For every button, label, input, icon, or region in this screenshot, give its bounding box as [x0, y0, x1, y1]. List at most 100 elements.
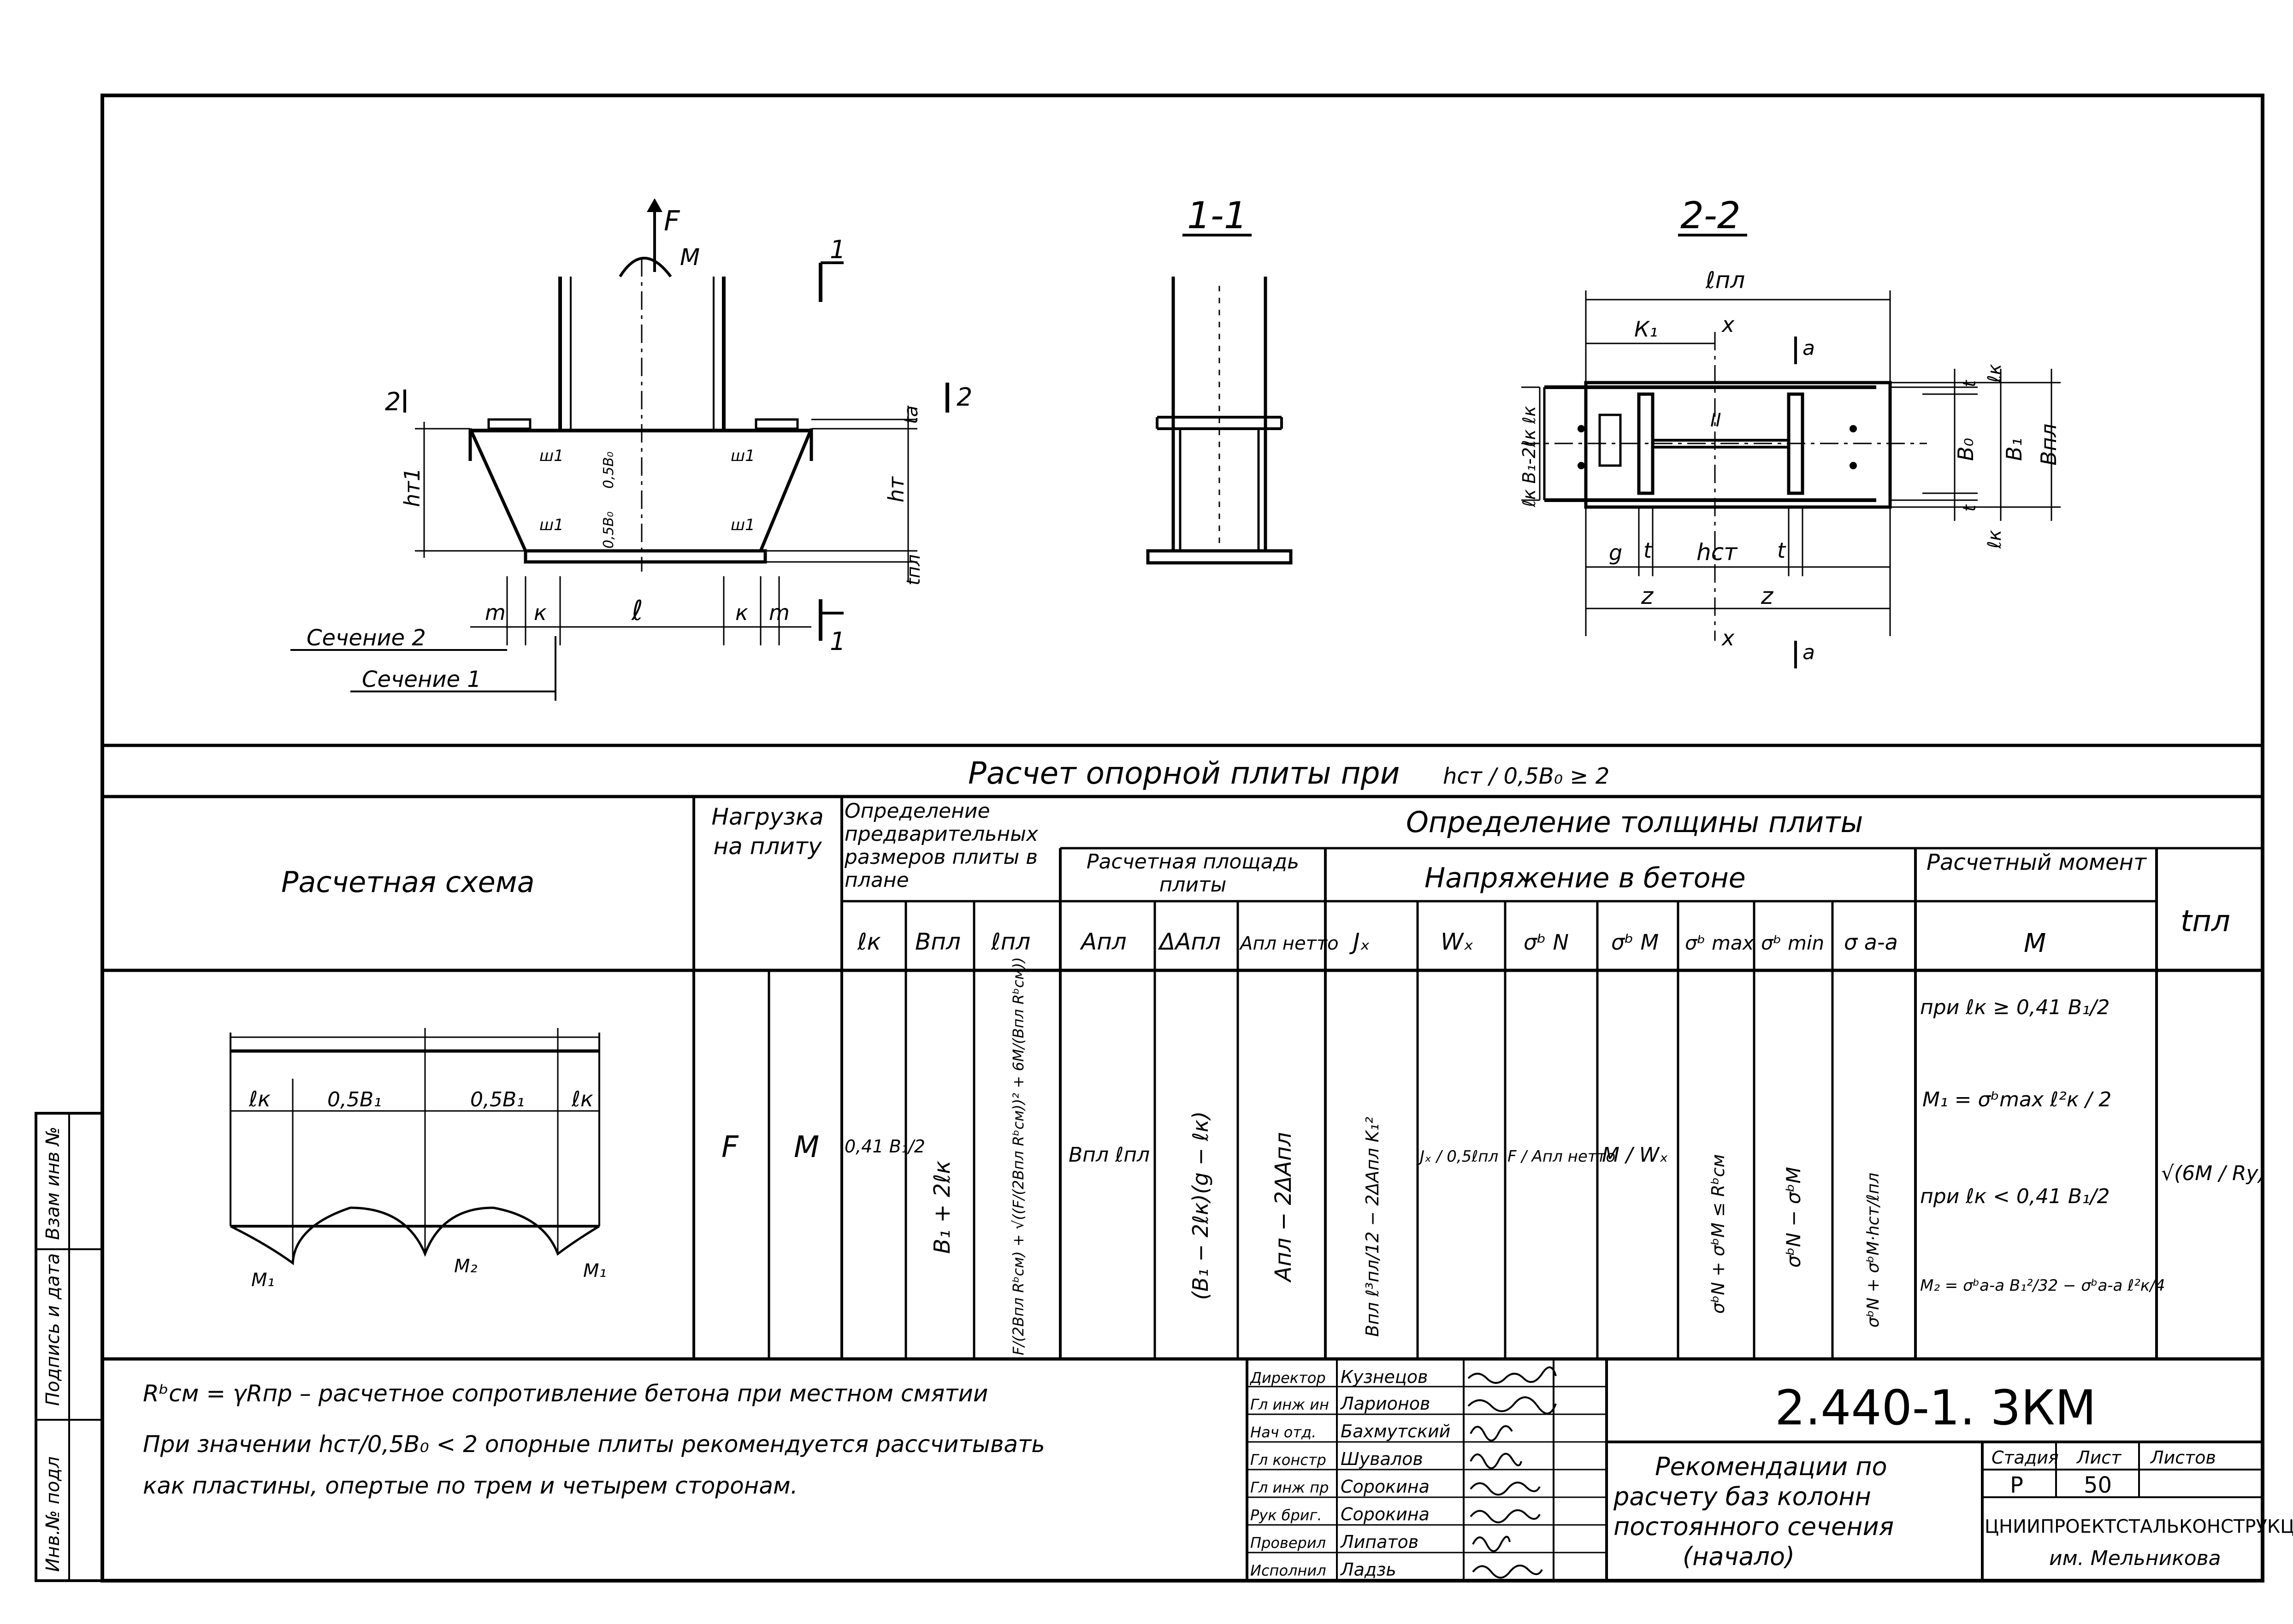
sub-header-bpl: Впл	[915, 928, 961, 955]
formula-bpl: В₁ + 2ℓк	[929, 1161, 955, 1254]
col-thickness-header: Определение толщины плиты	[1406, 805, 1863, 839]
sub-header-lpl: ℓпл	[991, 928, 1030, 955]
dim-tpl: tпл	[903, 555, 924, 585]
table-title-condition: hст / 0,5В₀ ≥ 2	[1443, 763, 1609, 789]
scheme-label-lk: ℓк	[248, 1087, 271, 1111]
col-tpl-header: tпл	[2181, 904, 2230, 939]
sub-header-apl-net: Апл нетто	[1239, 933, 1339, 954]
column-base-elevation: F M ш1 ш1 ш1 ш1 0,5В₀ 0,5В₀ tа hт tпл hт…	[290, 198, 972, 701]
signature-scribbles	[1467, 1366, 1557, 1579]
plan-left-dims: ℓк В₁-2ℓк ℓк	[1519, 406, 1539, 508]
calc-scheme-diagram: ℓк 0,5В₁ 0,5В₁ ℓк M₁ M₂ M₁	[230, 1028, 607, 1291]
sheet-value: 50	[2084, 1472, 2112, 1498]
sub-header-sm: σᵇ M	[1611, 930, 1659, 955]
scheme-label-lk: ℓк	[571, 1087, 593, 1111]
tb-role: Проверил	[1250, 1534, 1326, 1552]
side-stamp: Взам инв № Подпись и дата Инв.№ подл	[35, 1112, 104, 1582]
org-name-2: им. Мельникова	[2049, 1547, 2221, 1570]
tb-name: Кузнецов	[1341, 1367, 1428, 1387]
col-load-header: Нагрузка на плиту	[711, 803, 824, 860]
formula-jx: Впл ℓ³пл/12 − 2ΔАпл K₁²	[1362, 1117, 1383, 1337]
cut-1-label: 1	[830, 627, 845, 656]
stamp-signature-date: Подпись и дата	[42, 1253, 64, 1406]
formula-m1: M₁ = σᵇmax ℓ²к / 2	[1922, 1088, 2111, 1111]
section-1-1: 1-1	[1146, 194, 1293, 565]
formula-m2: M₂ = σᵇa-a В₁²/32 − σᵇa-a ℓ²к/4	[1920, 1276, 2165, 1295]
sub-header-smin: σᵇ min	[1761, 932, 1824, 954]
sub-header-apl: Апл	[1080, 928, 1127, 955]
tb-name: Липатов	[1340, 1532, 1418, 1552]
plan-g-label: g	[1609, 540, 1622, 565]
sub-header-wx: Wₓ	[1441, 928, 1474, 955]
note-line: как пластины, опертые по трем и четырем …	[143, 1472, 798, 1499]
sheets-label: Листов	[2150, 1447, 2216, 1468]
col-area-header: Расчетная площадь плиты	[1086, 850, 1300, 897]
sub-header-smax: σᵇ max	[1685, 932, 1755, 954]
section-2-2-plan: 2-2 II ℓпл К₁ x a	[1519, 194, 2061, 668]
formula-moment-cond-1: при ℓк ≥ 0,41 В₁/2	[1920, 996, 2110, 1019]
section-2-2-title: 2-2	[1680, 194, 1741, 237]
tb-role: Директор	[1249, 1369, 1326, 1387]
sub-header-saa: σ a-a	[1844, 930, 1898, 955]
weld-label: ш1	[539, 447, 564, 465]
notes: Rᵇсм = γRпр – расчетное сопротивление бе…	[143, 1380, 1045, 1499]
formula-smin: σᵇN − σᵇM	[1782, 1167, 1805, 1268]
half-b0-label: 0,5В₀	[601, 452, 617, 489]
tb-role: Гл инж пр	[1250, 1479, 1329, 1496]
dim-ta: tа	[901, 406, 922, 424]
formula-tpl: √(6M / Ry)	[2161, 1162, 2266, 1185]
tb-name: Сорокина	[1341, 1504, 1430, 1524]
stage-value: Р	[2010, 1472, 2023, 1498]
tb-name: Бахмутский	[1341, 1421, 1450, 1441]
plan-ek-label: ℓк	[1984, 530, 2005, 549]
plan-b1-label: В₁	[2002, 438, 2027, 461]
note-line: При значении hст/0,5В₀ < 2 опорные плиты…	[143, 1431, 1045, 1458]
formula-moment-cond-2: при ℓк < 0,41 В₁/2	[1920, 1185, 2110, 1208]
formula-lpl: F/(2Впл Rᵇсм) + √((F/(2Впл Rᵇсм))² + 6M/…	[1010, 957, 1027, 1355]
dim-m: m	[485, 600, 506, 625]
plan-x-label: x	[1721, 626, 1735, 650]
scheme-label-half-b1: 0,5В₁	[327, 1088, 382, 1111]
tb-name: Ладзь	[1340, 1559, 1396, 1580]
sub-header-dapl: ΔАпл	[1158, 928, 1221, 955]
plan-t-label: t	[1643, 538, 1653, 563]
plan-t-label: t	[1777, 538, 1786, 563]
plan-a-label: a	[1802, 337, 1815, 360]
col-scheme-header: Расчетная схема	[281, 865, 535, 899]
formula-apl: Впл ℓпл	[1069, 1143, 1150, 1167]
sub-header-lk: ℓк	[857, 928, 881, 955]
plan-k1-label: К₁	[1634, 317, 1658, 342]
load-m: M	[794, 1130, 819, 1164]
dim-ht1: hт1	[400, 468, 425, 507]
title-block-rows	[1247, 1386, 1607, 1553]
dim-l: ℓ	[631, 595, 643, 627]
plan-b0-label: В₀	[1953, 438, 1978, 461]
section-1-1-title: 1-1	[1187, 194, 1247, 237]
weld-label: ш1	[539, 516, 564, 534]
plan-z-label: z	[1641, 583, 1654, 609]
tb-role: Нач отд.	[1250, 1423, 1316, 1441]
col-prelim-header: Определение предварительных размеров пли…	[845, 800, 1038, 892]
tb-role: Гл инж ин	[1250, 1396, 1329, 1413]
scheme-moment-m2: M₂	[454, 1256, 478, 1277]
formula-dapl: (В₁ − 2ℓк)(g − ℓк)	[1188, 1111, 1213, 1300]
tb-role: Рук бриг.	[1250, 1506, 1322, 1524]
formula-saa: σᵇN + σᵇM·hст/ℓпл	[1864, 1173, 1883, 1328]
dim-k: к	[735, 600, 748, 625]
dim-ht: hт	[884, 476, 909, 502]
plan-bpl-label: Впл	[2036, 424, 2061, 466]
plan-t-label: t	[1959, 504, 1980, 512]
dim-m: m	[769, 600, 790, 625]
weld-label: ш1	[731, 516, 755, 534]
tb-role: Гл констр	[1250, 1451, 1326, 1469]
cut-2-label: 2	[957, 383, 972, 412]
plan-ek-label: ℓк	[1984, 364, 2005, 383]
formula-lk: 0,41 В₁/2	[845, 1136, 925, 1157]
scheme-moment-m1: M₁	[251, 1270, 275, 1291]
col-stress-header: Напряжение в бетоне	[1424, 862, 1746, 894]
plan-z-label: z	[1761, 583, 1774, 609]
doc-title-line: (начало)	[1683, 1542, 1795, 1571]
sub-header-jx: Jₓ	[1349, 928, 1370, 955]
title-block: Директор Гл инж ин Нач отд. Гл констр Гл…	[1246, 1359, 2293, 1581]
